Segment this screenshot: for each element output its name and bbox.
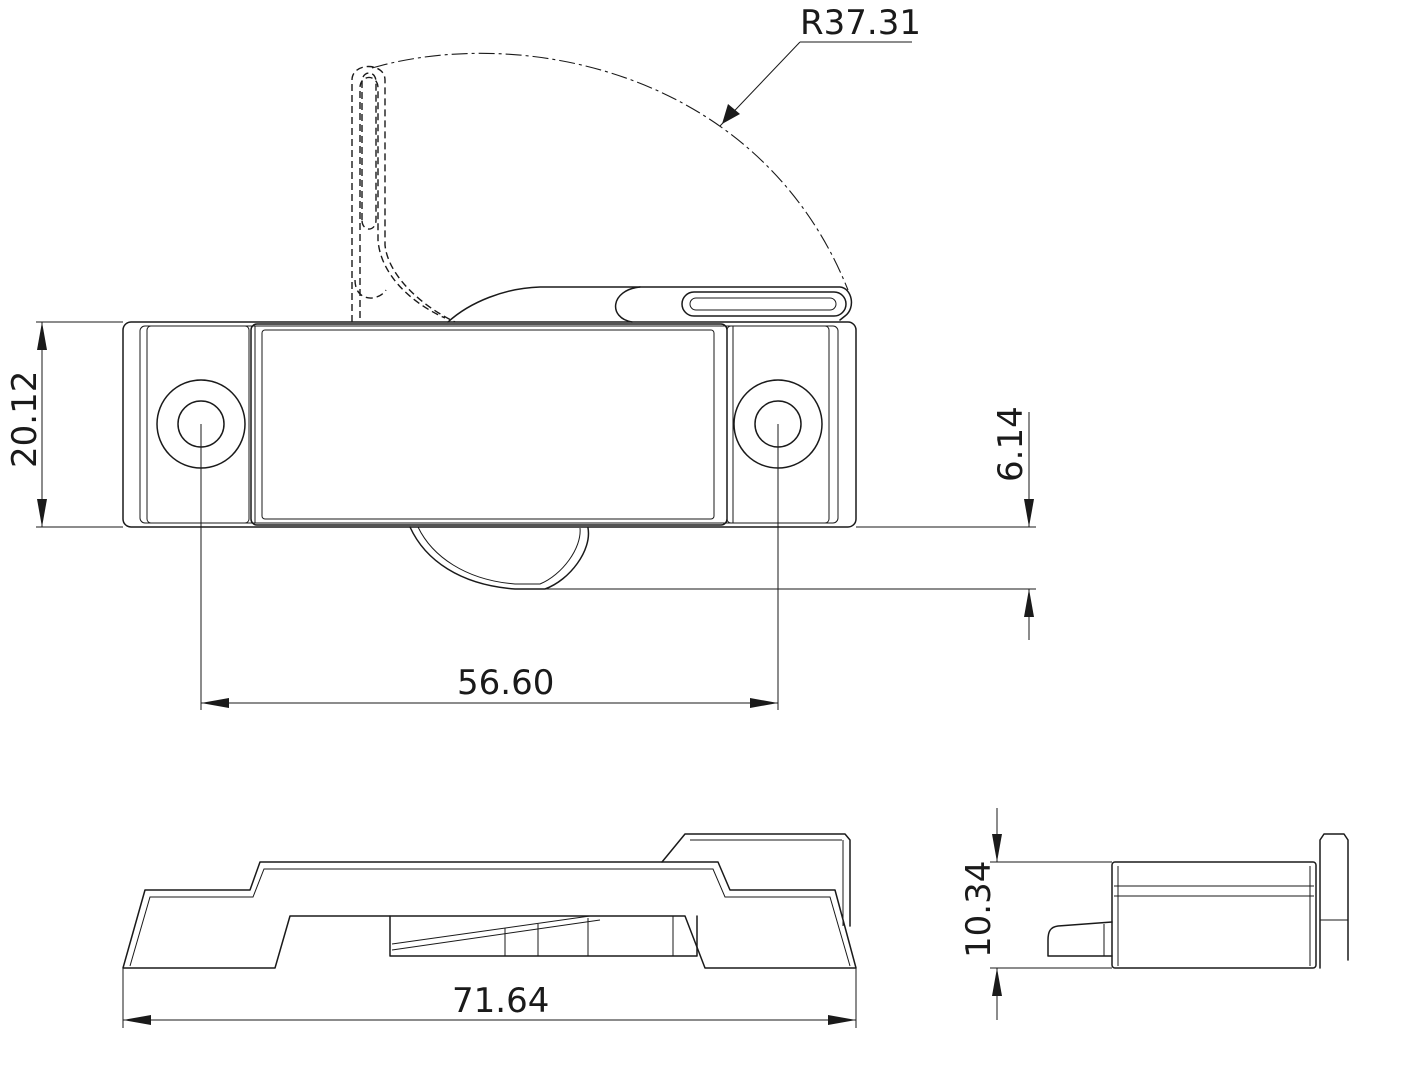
center-lever-inner	[261, 329, 715, 520]
spacing-dimension-label: 56.60	[457, 663, 554, 703]
body-outline	[122, 321, 857, 528]
spacing-arrow-right	[750, 698, 778, 708]
length-dimension-label: 71.64	[452, 981, 549, 1021]
length-arrow-left	[123, 1015, 151, 1025]
side-cam-tab	[1047, 921, 1113, 957]
spacing-arrow-left	[201, 698, 229, 708]
handle-slot-inner	[689, 297, 837, 311]
side-view: 10.34	[959, 808, 1349, 1020]
radius-dimension-label: R37.31	[800, 3, 921, 43]
cam-wedge-face	[391, 915, 601, 951]
left-end-block	[146, 325, 250, 524]
offset-arrow-top	[1024, 499, 1034, 527]
handle-open-hidden	[351, 65, 456, 323]
swing-arc-phantom	[371, 52, 849, 291]
cam-lobe-inner	[417, 526, 581, 585]
handle-open-hidden-inner	[359, 76, 446, 319]
base-profile-inner	[129, 868, 851, 967]
offset-arrow-bottom	[1024, 589, 1034, 617]
body-inner-outline	[139, 325, 839, 524]
side-height-arrow-bottom	[992, 968, 1002, 996]
radius-arrow	[722, 104, 740, 124]
handle-closed	[447, 286, 853, 323]
height-arrow-top	[37, 322, 47, 350]
height-arrow-bottom	[37, 499, 47, 527]
top-view	[122, 52, 857, 590]
front-view: 71.64	[122, 833, 857, 1028]
handle-front-profile	[661, 833, 851, 927]
offset-dimension-label: 6.14	[991, 406, 1031, 482]
base-profile	[122, 861, 857, 969]
height-dimension-label: 20.12	[5, 371, 45, 468]
side-height-dimension-label: 10.34	[959, 861, 999, 958]
side-body	[1111, 861, 1317, 969]
handle-open-slot-hidden	[361, 72, 377, 230]
side-height-arrow-top	[992, 834, 1002, 862]
handle-slot	[681, 291, 847, 317]
handle-open-root-hidden	[354, 279, 387, 299]
top-view-dimensions: R37.31 20.12 6.14 56.60	[5, 3, 1036, 710]
center-lever-body	[250, 323, 728, 526]
length-arrow-right	[828, 1015, 856, 1025]
cam-lobe	[409, 526, 590, 590]
side-handle	[1319, 833, 1349, 969]
handle-grip-curve	[615, 286, 641, 323]
cam-wedge-outline	[389, 915, 698, 957]
